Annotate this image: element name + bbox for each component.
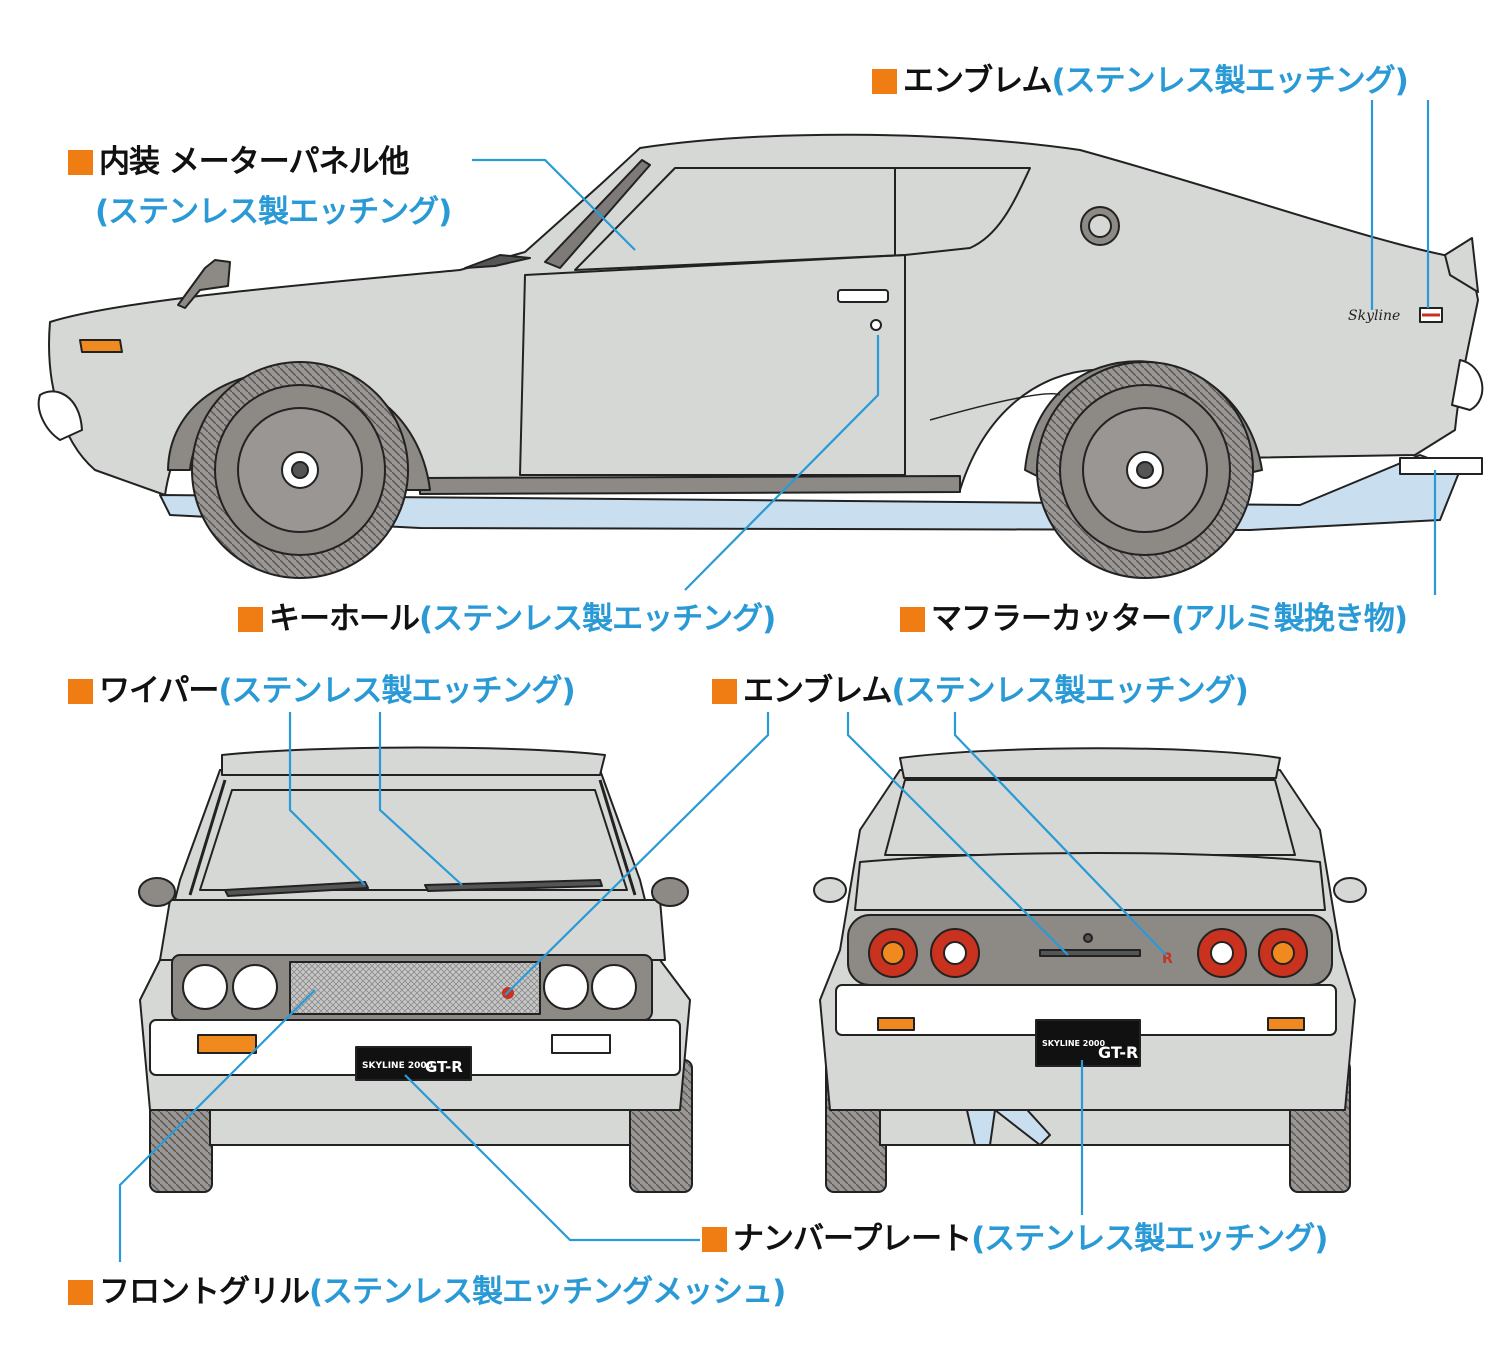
leader-front-grill (118, 989, 316, 1262)
front-view: SKYLINE 2000 GT-R (138, 746, 693, 1193)
rear-script-emblem (1039, 949, 1141, 957)
callout-emblem-side: エンブレム(ステンレス製エッチング) (872, 62, 1409, 100)
callout-wiper: ワイパー(ステンレス製エッチング) (68, 672, 576, 710)
side-mirror (177, 259, 231, 309)
keyhole-mark (870, 319, 882, 331)
callout-wiper-name: ワイパー (99, 673, 219, 709)
accent-square-icon (68, 679, 93, 704)
headlight-inner-left (232, 964, 278, 1010)
side-body-lower-stripe (419, 475, 961, 495)
door (519, 254, 906, 476)
callout-front-grill-detail: (ステンレス製エッチングメッシュ) (309, 1274, 786, 1310)
leader-lines (118, 100, 1437, 1262)
leader-interior (472, 158, 636, 251)
rear-view-window (884, 779, 1296, 856)
front-grill-mesh (289, 961, 541, 1015)
leader-number-plate (404, 1074, 700, 1242)
front-view-hood (159, 899, 666, 961)
leader-emblem-rear-1 (846, 712, 1069, 956)
accent-square-icon (702, 1227, 727, 1252)
headlight-inner-right (543, 964, 589, 1010)
callout-emblem-rear: エンブレム(ステンレス製エッチング) (712, 672, 1249, 710)
rear-number-plate (1035, 1019, 1141, 1067)
callout-emblem-rear-detail: (ステンレス製エッチング) (891, 673, 1248, 709)
front-view-wiper-right (424, 879, 603, 892)
callout-front-grill-name: フロントグリル (99, 1274, 310, 1310)
headlight-outer-left (182, 964, 228, 1010)
front-number-plate (355, 1046, 472, 1081)
rear-view: R SKYLINE 2000 GT-R (813, 747, 1367, 1193)
callout-keyhole-detail: (ステンレス製エッチング) (419, 601, 776, 637)
accent-square-icon (238, 607, 263, 632)
accent-square-icon (68, 150, 93, 175)
rear-bumper-side (1451, 359, 1484, 411)
front-plate-gtr: GT-R (425, 1058, 463, 1076)
rear-view-trunk (854, 852, 1326, 911)
accent-square-icon (900, 607, 925, 632)
front-view-mirror-left (138, 877, 176, 907)
front-bumper-side (37, 390, 83, 441)
door-handle (837, 289, 889, 303)
side-view: Skyline (37, 133, 1484, 579)
leader-wiper-left (288, 712, 366, 886)
callout-interior: 内装 メーターパネル他 (68, 143, 409, 181)
leader-emblem-front (504, 712, 770, 996)
front-view-roof (221, 746, 606, 776)
front-view-wiper-left (224, 881, 369, 897)
leader-emblem-rear-2 (953, 712, 1167, 956)
muffler-pipe (1399, 457, 1483, 475)
callout-muffler-name: マフラーカッター (931, 601, 1172, 637)
side-script-emblem: Skyline (1348, 308, 1400, 324)
rear-reflector-left (877, 1017, 915, 1031)
callout-number-plate: ナンバープレート(ステンレス製エッチング) (702, 1220, 1328, 1258)
callout-muffler-detail: (アルミ製挽き物) (1171, 601, 1408, 637)
leader-keyhole (684, 335, 880, 591)
callout-keyhole: キーホール(ステンレス製エッチング) (238, 600, 776, 638)
callout-emblem-side-name: エンブレム (903, 63, 1052, 99)
front-turn-right (551, 1034, 611, 1054)
callout-interior-name: 内装 メーターパネル他 (99, 144, 409, 180)
side-wiper (464, 254, 531, 269)
accent-square-icon (712, 679, 737, 704)
front-plate-text: SKYLINE 2000 (362, 1061, 433, 1071)
callout-keyhole-name: キーホール (269, 601, 420, 637)
rear-spoiler (1444, 237, 1479, 293)
accent-square-icon (872, 69, 897, 94)
callout-emblem-side-detail: (ステンレス製エッチング) (1051, 63, 1408, 99)
callout-front-grill: フロントグリル(ステンレス製エッチングメッシュ) (68, 1273, 786, 1311)
rear-view-roof (899, 747, 1281, 779)
rear-reflector-right (1267, 1017, 1305, 1031)
rear-badge-emblem: R (1162, 951, 1173, 967)
front-turn-lamp (79, 339, 123, 353)
callout-muffler: マフラーカッター(アルミ製挽き物) (900, 600, 1408, 638)
rear-wheel-side (1036, 361, 1254, 579)
headlight-outer-right (591, 964, 637, 1010)
leader-wiper-right (378, 712, 463, 886)
rear-plate-gtr: GT-R (1098, 1043, 1138, 1062)
callout-interior-detail: (ステンレス製エッチング) (95, 194, 452, 230)
callout-number-plate-name: ナンバープレート (733, 1221, 972, 1257)
front-turn-left (197, 1034, 257, 1054)
callout-emblem-rear-name: エンブレム (743, 673, 892, 709)
front-wheel-side (191, 361, 409, 579)
callout-number-plate-detail: (ステンレス製エッチング) (971, 1221, 1328, 1257)
rear-plate-text: SKYLINE 2000 (1042, 1039, 1105, 1048)
front-view-mirror-right (651, 877, 689, 907)
callout-wiper-detail: (ステンレス製エッチング) (218, 673, 575, 709)
side-window (574, 167, 1031, 271)
accent-square-icon (68, 1280, 93, 1305)
